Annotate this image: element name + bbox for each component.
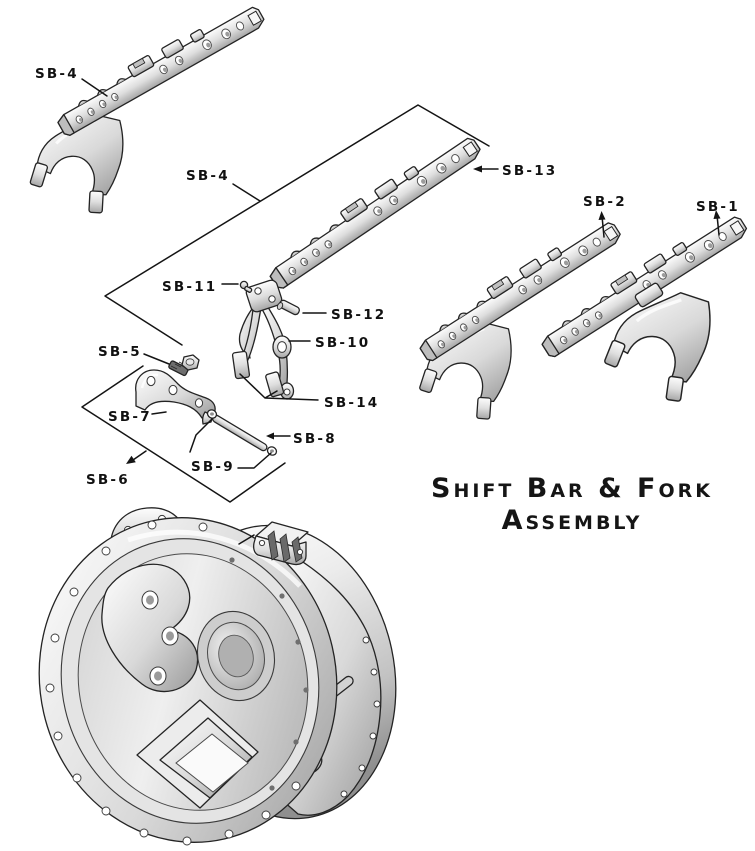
callout-line-sb2 bbox=[598, 211, 606, 238]
part-pin-sb11 bbox=[239, 280, 253, 293]
bar-of-sb4 bbox=[50, 0, 268, 138]
callout-label-sb13: SB-13 bbox=[502, 163, 557, 179]
part-bell-housing bbox=[38, 507, 397, 846]
part-slotted-block bbox=[252, 521, 309, 566]
callout-label-sb7: SB-7 bbox=[108, 409, 152, 425]
housing-center-bore bbox=[196, 610, 276, 702]
bar-of-sb2 bbox=[411, 211, 624, 364]
fork-boss-sb1 bbox=[634, 282, 664, 308]
callout-label-sb4-lower: SB-4 bbox=[186, 168, 230, 184]
housing-kidney-boss bbox=[101, 563, 199, 693]
callout-label-sb8: SB-8 bbox=[293, 431, 337, 447]
callout-line-sb1 bbox=[713, 210, 721, 236]
callout-label-sb9: SB-9 bbox=[191, 459, 235, 475]
callout-line-sb4-upper bbox=[81, 78, 108, 97]
part-rod-sb8 bbox=[212, 414, 268, 452]
callout-line-sb5 bbox=[143, 353, 170, 365]
part-shift-bar-fork-sb1 bbox=[533, 205, 750, 408]
housing-face-dots bbox=[229, 557, 309, 791]
part-shift-bar-fork-assembly-sb4 bbox=[25, 0, 268, 218]
part-pin-sb12 bbox=[276, 299, 300, 316]
callout-line-sb7 bbox=[151, 411, 167, 415]
part-fork-pads-sb14 bbox=[231, 350, 285, 398]
callout-line-sb4-lower bbox=[104, 104, 490, 346]
part-shift-bar-sb13 bbox=[261, 127, 484, 292]
housing-right-plate-bolt-holes bbox=[340, 636, 381, 798]
housing-sheen bbox=[127, 529, 302, 588]
leader-line-block bbox=[238, 534, 255, 545]
callout-label-sb1: SB-1 bbox=[696, 199, 740, 215]
callout-label-sb6: SB-6 bbox=[86, 472, 130, 488]
part-shift-fork-sb10 bbox=[238, 279, 295, 400]
callout-line-sb9 bbox=[189, 418, 272, 469]
callout-line-sb8 bbox=[266, 432, 291, 440]
callout-label-sb11: SB-11 bbox=[162, 279, 217, 295]
callout-label-sb12: SB-12 bbox=[331, 307, 386, 323]
callout-label-sb14: SB-14 bbox=[324, 395, 379, 411]
callout-line-sb13 bbox=[473, 165, 499, 173]
callout-line-sb14 bbox=[239, 373, 319, 401]
diagram-title-line1: Shift Bar & Fork bbox=[431, 473, 713, 504]
housing-flange-bolt-holes bbox=[45, 520, 301, 846]
callout-label-sb10: SB-10 bbox=[315, 335, 370, 351]
callout-label-sb5: SB-5 bbox=[98, 344, 142, 360]
part-hex-bolt-sb5 bbox=[168, 354, 200, 377]
callout-label-sb2: SB-2 bbox=[583, 194, 627, 210]
housing-diamond-opening bbox=[136, 699, 259, 809]
callout-line-sb6 bbox=[81, 365, 286, 503]
callout-label-sb4-upper: SB-4 bbox=[35, 66, 79, 82]
diagram-title-line2: Assembly bbox=[502, 505, 643, 536]
